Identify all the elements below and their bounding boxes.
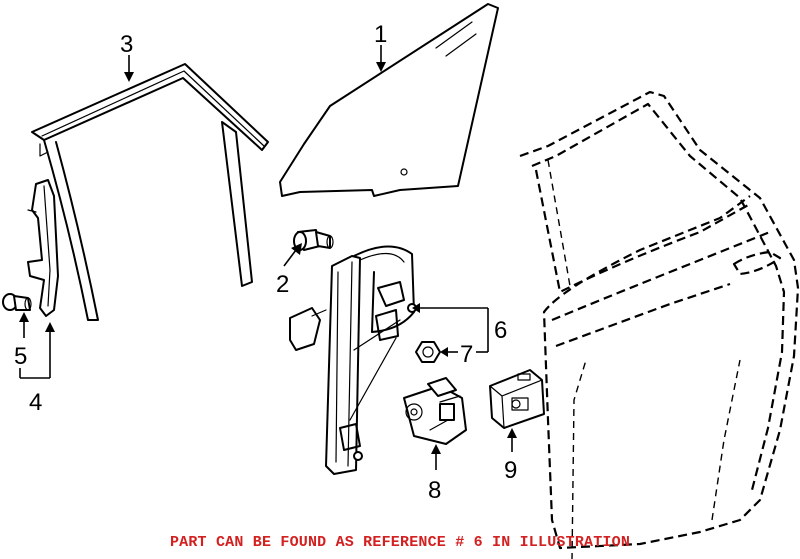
callout-7: 7: [460, 341, 473, 368]
callout-8: 8: [428, 477, 441, 504]
reference-note: PART CAN BE FOUND AS REFERENCE # 6 IN IL…: [169, 534, 631, 551]
part-1-door-glass: [279, 3, 499, 197]
callout-numbers: 3 1 2 5 4 6 7 8 9: [14, 21, 517, 504]
leader-lines: [19, 45, 517, 470]
part-7-nut: [415, 341, 441, 363]
callout-1: 1: [374, 21, 387, 48]
part-6-window-regulator: [289, 245, 417, 475]
part-4-guide-rail: [27, 179, 59, 317]
door-shell: [519, 90, 800, 559]
callout-6: 6: [494, 317, 507, 344]
part-8-regulator-motor: [403, 377, 467, 445]
part-2-bolt: [293, 229, 334, 251]
part-9-control-module: [489, 369, 545, 429]
callout-2: 2: [276, 271, 289, 298]
part-3-run-channel: [31, 63, 269, 321]
callout-5: 5: [14, 343, 27, 370]
part-5-clip: [2, 293, 32, 311]
callout-9: 9: [504, 457, 517, 484]
callout-4: 4: [29, 389, 42, 416]
callout-3: 3: [120, 31, 133, 58]
